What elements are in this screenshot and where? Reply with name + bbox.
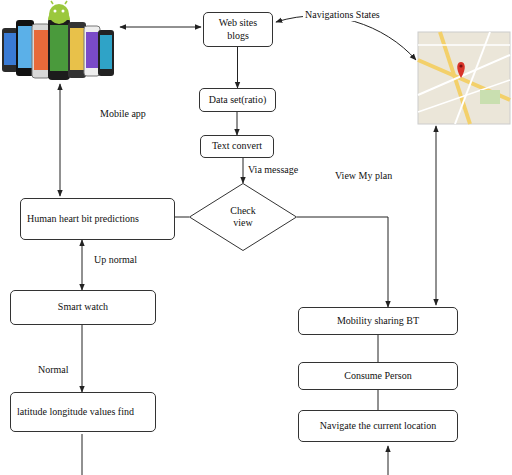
illustration-part (84, 26, 100, 76)
node-text: Data set(ratio) (206, 94, 269, 107)
illustration-part (4, 33, 16, 65)
connector (82, 325, 83, 392)
process-box: Smart watch (10, 290, 156, 325)
illustration-part (16, 20, 34, 76)
connector (378, 335, 379, 362)
node-text: Text convert (207, 140, 267, 153)
illustration-part (100, 35, 112, 69)
illustration-part (18, 26, 32, 68)
node-text: Human heart bit predictions (27, 213, 168, 226)
process-box: latitude longitude values find (10, 392, 156, 432)
illustration-part (418, 32, 510, 124)
connector (243, 158, 244, 183)
illustration-part (68, 22, 86, 78)
node-text: Navigate the current location (305, 420, 451, 433)
phones-illustration (2, 1, 114, 80)
node-text: Web sites blogs (210, 17, 266, 42)
connector (237, 47, 238, 88)
edge-label: Normal (36, 364, 71, 376)
edge-label: Up normal (92, 254, 139, 266)
illustration-part (98, 30, 114, 76)
illustration-part (49, 4, 69, 24)
node-text: Consume Person (305, 370, 451, 383)
diamond-outline (190, 184, 297, 251)
illustration-part (70, 28, 84, 70)
illustration-part (65, 1, 67, 4)
illustration-part (436, 126, 437, 305)
map-illustration (418, 32, 510, 124)
illustration-part (418, 44, 510, 46)
illustration-part (418, 55, 510, 95)
node-text: Smart watch (17, 301, 149, 314)
illustration-part (60, 84, 61, 196)
process-box: Data set(ratio) (199, 88, 276, 112)
connector (297, 217, 388, 307)
process-box: Navigate the current location (298, 410, 458, 442)
process-box: Consume Person (298, 362, 458, 390)
illustration-part (50, 25, 68, 71)
illustration-part (455, 32, 490, 124)
illustration-part (418, 80, 510, 112)
illustration-part (51, 1, 53, 4)
illustration-part (62, 10, 65, 13)
connector (175, 217, 189, 218)
connector (378, 390, 379, 410)
illustration-part (457, 62, 465, 78)
decision-diamond: Check view (189, 183, 297, 251)
note-label: Navigations States (303, 9, 382, 21)
connector (237, 112, 238, 135)
illustration-part (54, 10, 57, 13)
illustration-part (32, 24, 50, 78)
illustration-part (48, 18, 70, 80)
process-box: Text convert (200, 135, 274, 158)
node-text: Mobility sharing BT (305, 315, 451, 328)
illustration-part (459, 64, 462, 67)
illustration-part (276, 16, 416, 60)
illustration-part (2, 28, 18, 72)
edge-label: View My plan (333, 170, 394, 182)
process-box: Human heart bit predictions (20, 198, 175, 240)
illustration-part (82, 434, 83, 475)
illustration-part (34, 30, 48, 70)
illustration-part (388, 446, 389, 475)
node-text: Check view (220, 205, 266, 230)
process-box: Mobility sharing BT (298, 307, 458, 335)
edge-label: Via message (246, 164, 300, 176)
node-text: latitude longitude values find (17, 406, 149, 419)
illustration-part (480, 90, 500, 104)
connector (82, 240, 83, 290)
illustration-part (86, 32, 98, 68)
process-box: Web sites blogs (203, 12, 273, 47)
note-label: Mobile app (98, 108, 148, 120)
illustration-part (120, 27, 201, 28)
